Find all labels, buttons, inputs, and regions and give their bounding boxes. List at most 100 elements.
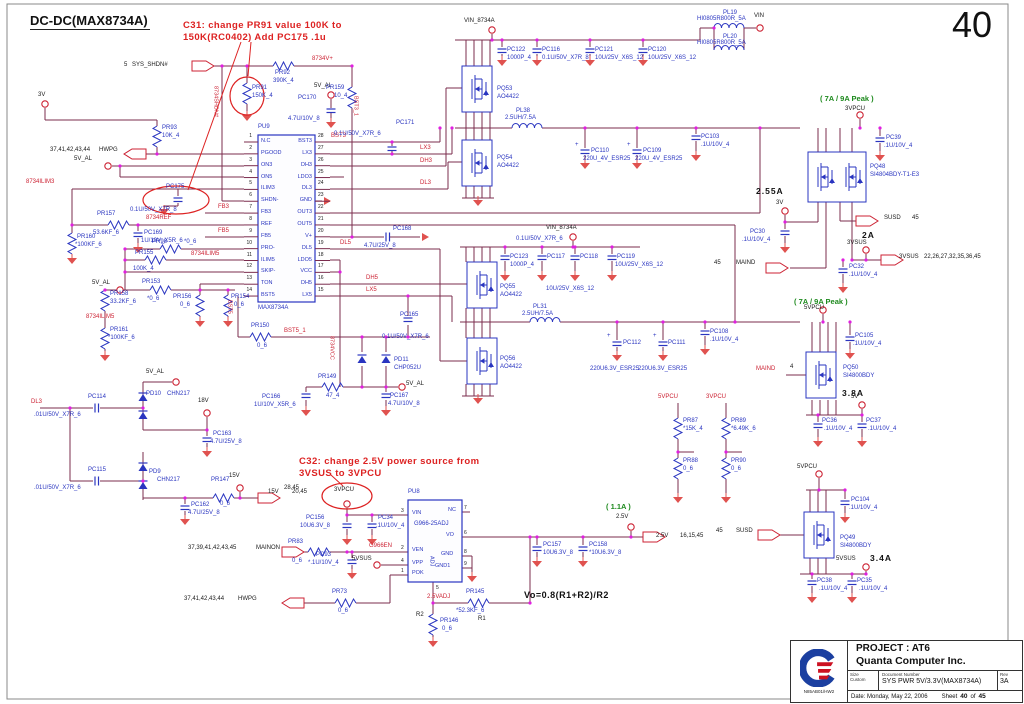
ecn-callout-line: [330, 474, 344, 487]
doc-number-value: SYS PWR 5V/3.3V(MAX8734A): [882, 678, 982, 685]
ind-symbol: [511, 123, 543, 129]
power-node-icon: [327, 91, 335, 99]
ground-icon: [577, 556, 589, 568]
ecn-highlight-ellipse: [229, 76, 265, 116]
sheet-connector-icon: [880, 254, 904, 266]
junction-dot: [431, 601, 435, 605]
capv-symbol: [584, 48, 596, 54]
junction-dot: [581, 535, 585, 539]
ground-icon: [531, 55, 543, 67]
junction-dot: [878, 126, 882, 130]
junction-dot: [694, 126, 698, 130]
junction-dot: [238, 496, 242, 500]
power-node-icon: [172, 378, 180, 386]
ic-body: [257, 134, 316, 303]
junction-dot: [450, 126, 454, 130]
ground-icon: [536, 270, 548, 282]
power-node-icon: [398, 383, 406, 391]
ground-icon: [427, 636, 439, 648]
junction-dot: [205, 428, 209, 432]
resh-symbol: [307, 547, 330, 557]
junction-dot: [390, 152, 394, 156]
power-node-icon: [116, 286, 124, 294]
resh-symbol: [144, 255, 167, 265]
fet-symbol: [462, 66, 492, 112]
sheet-connector-icon: [855, 215, 879, 227]
ground-icon: [611, 350, 623, 362]
ground-icon: [690, 150, 702, 162]
resv-symbol: [673, 457, 683, 480]
capv-symbol: [531, 48, 543, 54]
title-block-code: N85AB01/HW2: [803, 689, 835, 694]
junction-dot: [338, 270, 342, 274]
ground-icon: [380, 405, 392, 417]
fet-symbol: [467, 338, 497, 384]
project-name: PROJECT : AT6: [856, 643, 930, 654]
junction-dot: [864, 258, 868, 262]
company-name: Quanta Computer Inc.: [856, 655, 966, 667]
capv-symbol: [657, 341, 669, 347]
sheet-border: [6, 3, 1009, 700]
page-title: DC-DC(MAX8734A): [30, 13, 150, 30]
junction-dot: [676, 450, 680, 454]
junction-dot: [384, 335, 388, 339]
ground-icon: [99, 350, 111, 362]
sheet-label: Sheet: [941, 693, 958, 700]
rev-value: 3A: [1000, 678, 1009, 685]
total-sheets: 45: [978, 693, 986, 700]
resv-symbol: [428, 613, 438, 636]
of-label: of: [970, 693, 976, 700]
ground-icon: [66, 253, 78, 265]
capv-symbol: [536, 255, 548, 261]
junction-dot: [390, 140, 394, 144]
junction-dot: [821, 320, 825, 324]
junction-dot: [141, 479, 145, 483]
ground-icon: [241, 110, 253, 122]
resh-symbol: [159, 244, 182, 254]
sheet-connector-icon: [191, 60, 215, 72]
ind-symbol: [529, 317, 561, 323]
capv-symbol: [402, 317, 414, 323]
junction-dot: [817, 488, 821, 492]
capv-symbol: [325, 108, 337, 114]
ind-symbol: [713, 45, 745, 51]
capv-symbol: [839, 500, 851, 506]
sheet-value: 40: [960, 693, 968, 700]
junction-dot: [535, 535, 539, 539]
capv-symbol: [577, 546, 589, 552]
capv-symbol: [637, 48, 649, 54]
dio-symbol: [137, 410, 149, 420]
power-node-icon: [569, 233, 577, 241]
capv-symbol: [172, 197, 184, 203]
junction-dot: [540, 245, 544, 249]
ground-icon: [812, 436, 824, 448]
capv-symbol: [579, 149, 591, 155]
caph-symbol: [94, 402, 100, 414]
junction-dot: [123, 270, 127, 274]
junction-dot: [123, 258, 127, 262]
ground-icon: [720, 492, 732, 504]
power-node-icon: [819, 306, 827, 314]
dio-symbol: [137, 462, 149, 472]
ground-icon: [466, 571, 478, 583]
sheet-connector-icon: [642, 531, 666, 543]
ecn-callout-line: [187, 41, 242, 191]
ground-icon: [699, 344, 711, 356]
capv-symbol: [856, 423, 868, 429]
ground-icon: [874, 150, 886, 162]
ground-icon: [856, 436, 868, 448]
resh-symbol: [272, 61, 295, 71]
ground-icon: [844, 348, 856, 360]
capv-symbol: [496, 48, 508, 54]
junction-dot: [141, 406, 145, 410]
size-value: Custom: [850, 677, 866, 682]
resh-symbol: [249, 332, 272, 342]
fet-symbol: [804, 512, 834, 558]
capv-symbol: [201, 437, 213, 443]
junction-dot: [573, 245, 577, 249]
junction-dot: [583, 126, 587, 130]
power-node-icon: [203, 409, 211, 417]
ic-body: [407, 499, 463, 583]
capv-symbol: [837, 268, 849, 274]
junction-dot: [350, 235, 354, 239]
